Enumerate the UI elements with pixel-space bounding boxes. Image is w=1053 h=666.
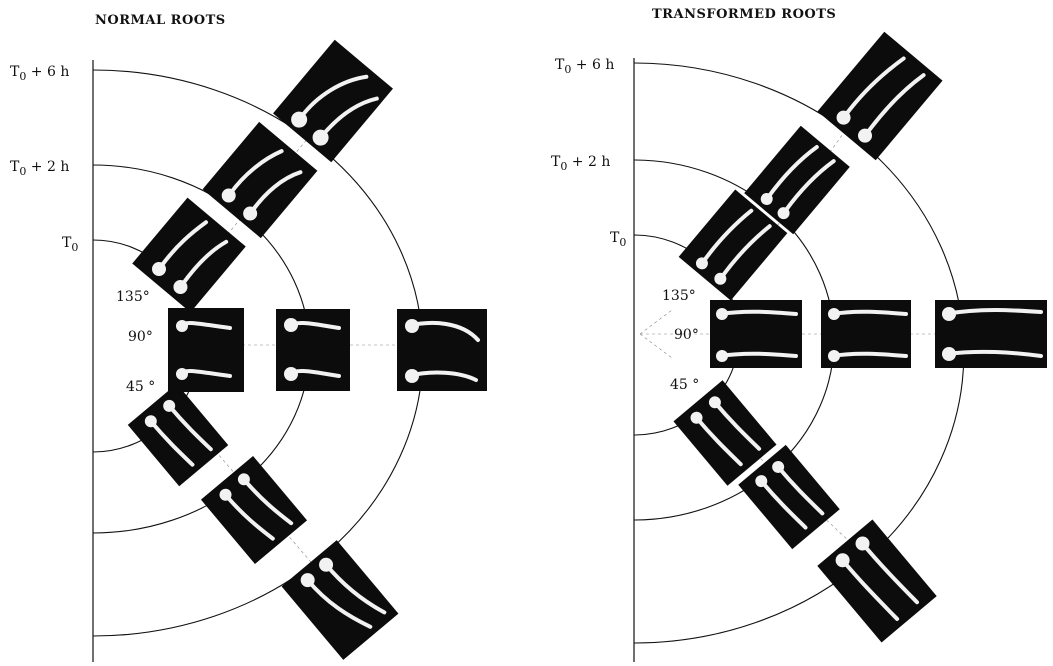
- angle-label-135: 135°: [116, 289, 150, 305]
- angle-label-45: 45 °: [670, 377, 699, 393]
- time-label-t0: T0: [62, 235, 78, 254]
- root-photo-135-t0-plus-2h: [744, 125, 850, 235]
- root-photo-45-t0-plus-2h: [200, 455, 308, 565]
- panel-transformed-roots: TRANSFORMED ROOTS T0 T0 + 2 h T0 + 6 h 1…: [551, 7, 1047, 662]
- root-photo-90-t0: [710, 300, 802, 368]
- root-photo-90-t0-plus-2h: [276, 309, 350, 391]
- root-photo-90-t0-plus-6h: [935, 300, 1047, 368]
- root-photo-90-t0-plus-2h: [821, 300, 911, 368]
- root-photo-45-t0: [127, 383, 229, 487]
- root-photo-135-t0-plus-6h: [273, 39, 393, 163]
- panel-normal-roots: NORMAL ROOTS T0 T0 + 2 h T0 + 6 h 135° 9…: [10, 13, 487, 662]
- angle-label-90: 90°: [128, 329, 153, 345]
- root-photo-45-t0-plus-2h: [738, 444, 840, 550]
- root-photo-135-t0: [132, 197, 246, 313]
- time-label-t0: T0: [610, 230, 626, 249]
- angle-label-90: 90°: [674, 327, 699, 343]
- time-labels: T0 T0 + 2 h T0 + 6 h: [10, 64, 78, 254]
- panel-title: TRANSFORMED ROOTS: [652, 7, 836, 22]
- angle-labels: 135° 90° 45 °: [662, 288, 699, 393]
- panel-title: NORMAL ROOTS: [95, 13, 226, 28]
- angle-label-135: 135°: [662, 288, 696, 304]
- time-label-t0-plus-2h: T0 + 2 h: [10, 159, 69, 178]
- time-labels: T0 T0 + 2 h T0 + 6 h: [551, 57, 626, 249]
- root-photo-135-t0: [678, 189, 788, 301]
- root-photo-135-t0-plus-6h: [817, 31, 943, 161]
- angle-label-45: 45 °: [126, 379, 155, 395]
- time-label-t0-plus-6h: T0 + 6 h: [10, 64, 69, 83]
- root-photo-45-t0: [673, 380, 777, 486]
- root-photo-90-t0-plus-6h: [397, 309, 487, 391]
- root-photo-45-t0-plus-6h: [817, 519, 937, 643]
- root-photos: [127, 39, 487, 660]
- time-label-t0-plus-6h: T0 + 6 h: [555, 57, 614, 76]
- time-label-t0-plus-2h: T0 + 2 h: [551, 154, 610, 173]
- root-photo-90-t0: [168, 308, 244, 392]
- angle-labels: 135° 90° 45 °: [116, 289, 155, 395]
- root-photo-45-t0-plus-6h: [281, 540, 399, 660]
- root-photo-135-t0-plus-2h: [202, 121, 318, 239]
- root-photos: [673, 31, 1047, 643]
